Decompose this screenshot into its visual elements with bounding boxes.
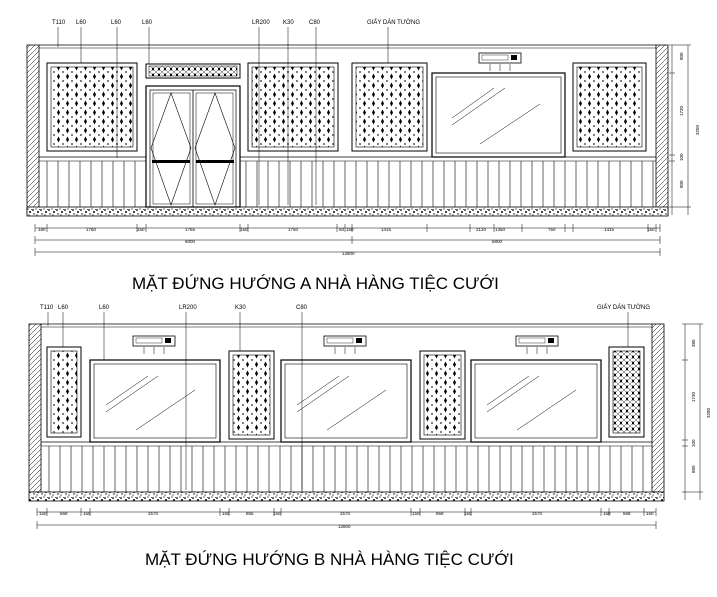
dim-a-side-4: 800 — [679, 180, 684, 188]
floor-a — [26, 206, 669, 217]
dim-b-8: 150 — [412, 511, 420, 516]
dim-b-14: 150 — [646, 511, 654, 516]
dim-a-side-1: 1730 — [679, 105, 684, 116]
dim-b-3: 2570 — [148, 511, 159, 516]
label-c80-a: C80 — [309, 20, 321, 26]
dim-a-4: 150 — [240, 227, 248, 232]
dimension-ticks-b — [36, 508, 657, 529]
dim-a-1: 1760 — [86, 227, 97, 232]
dim-b-side-1: 1730 — [691, 391, 696, 402]
air-conditioner-icon — [515, 335, 559, 354]
air-conditioner-icon — [132, 335, 176, 354]
label-leaders-b — [47, 312, 629, 490]
side-dimension-ticks-b — [682, 323, 703, 493]
dim-b-0: 150 — [39, 511, 47, 516]
label-l60-b2: L60 — [99, 305, 110, 311]
mirror-b2 — [280, 359, 412, 443]
dim-a-side-0: 800 — [679, 52, 684, 60]
mirror-a — [431, 72, 566, 158]
floor-b — [28, 491, 665, 502]
wall-left — [26, 44, 40, 216]
dim-a-13: 150 — [647, 227, 655, 232]
label-k30-b: K30 — [235, 305, 246, 311]
label-leaders-a — [57, 27, 389, 205]
label-lr200-a: LR200 — [252, 20, 270, 26]
double-door — [145, 85, 241, 208]
label-c80-b: C80 — [296, 305, 308, 311]
label-lr200-b: LR200 — [179, 305, 197, 311]
dim-a-12: 1415 — [604, 227, 615, 232]
label-k30-a: K30 — [283, 20, 294, 26]
elevation-a: T110 L60 L60 L60 LR200 K30 C80 GIẤY DÁN … — [26, 19, 700, 293]
label-t110-b: T110 — [40, 305, 54, 311]
label-l60-a1: L60 — [76, 20, 87, 26]
wainscot-slats-b — [48, 446, 644, 492]
dimension-ticks-a — [34, 224, 661, 256]
mirror-b3 — [470, 359, 602, 443]
air-conditioner-icon — [478, 52, 522, 71]
dim-b-12: 150 — [603, 511, 611, 516]
label-l60-a3: L60 — [142, 20, 153, 26]
dim-b-side-2: 3280 — [706, 407, 711, 418]
dim-a-7: 150 — [346, 227, 354, 232]
dim-b-side-3: 100 — [691, 439, 696, 447]
label-wallpaper-a: GIẤY DÁN TƯỜNG — [367, 19, 420, 26]
dim-b-1: 668 — [60, 511, 68, 516]
title-elevation-a: MẶT ĐỨNG HƯỚNG A NHÀ HÀNG TIỆC CƯỚI — [132, 274, 499, 293]
wainscot-slats-a — [46, 161, 654, 207]
dim-b-9: 858 — [436, 511, 444, 516]
dim-a-total: 12800 — [342, 251, 355, 256]
dim-b-5: 855 — [246, 511, 254, 516]
dim-a-side-2: 3250 — [695, 124, 700, 135]
label-l60-b1: L60 — [58, 305, 69, 311]
dim-a-sub-1: 6800 — [492, 239, 503, 244]
dim-a-0: 180 — [38, 227, 46, 232]
dim-a-10: 1350 — [495, 227, 506, 232]
dim-a-6: 50 — [339, 227, 345, 232]
elevation-b: T110 L60 L60 LR200 K30 C80 GIẤY DÁN TƯỜN… — [28, 304, 711, 569]
dim-b-10: 150 — [464, 511, 472, 516]
dim-a-side-3: 100 — [679, 153, 684, 161]
dim-a-2: 150 — [137, 227, 145, 232]
dim-a-9: 2120 — [476, 227, 487, 232]
dim-b-4: 150 — [222, 511, 230, 516]
dim-b-13: 668 — [623, 511, 631, 516]
wall-right-b — [651, 323, 665, 493]
label-l60-a2: L60 — [111, 20, 122, 26]
dim-a-8: 1415 — [381, 227, 392, 232]
dim-a-sub-0: 6000 — [185, 239, 196, 244]
dim-b-6: 150 — [273, 511, 281, 516]
dim-a-11: 750 — [548, 227, 556, 232]
label-wallpaper-b: GIẤY DÁN TƯỜNG — [597, 304, 650, 311]
air-conditioner-icon — [323, 335, 367, 354]
wall-left-b — [28, 323, 42, 493]
dim-b-side-4: 880 — [691, 465, 696, 473]
mirror-b1 — [89, 359, 221, 443]
side-dimension-ticks-a — [669, 44, 691, 208]
dim-a-5: 1750 — [288, 227, 299, 232]
dim-b-side-0: 380 — [691, 339, 696, 347]
wall-right — [655, 44, 669, 216]
label-t110-a: T110 — [52, 20, 66, 26]
title-elevation-b: MẶT ĐỨNG HƯỚNG B NHÀ HÀNG TIỆC CƯỚI — [145, 550, 514, 569]
dim-b-7: 2570 — [340, 511, 351, 516]
dim-b-2: 150 — [83, 511, 91, 516]
dim-a-3: 1765 — [185, 227, 196, 232]
dim-b-11: 2570 — [532, 511, 543, 516]
dim-b-total: 12800 — [338, 524, 351, 529]
